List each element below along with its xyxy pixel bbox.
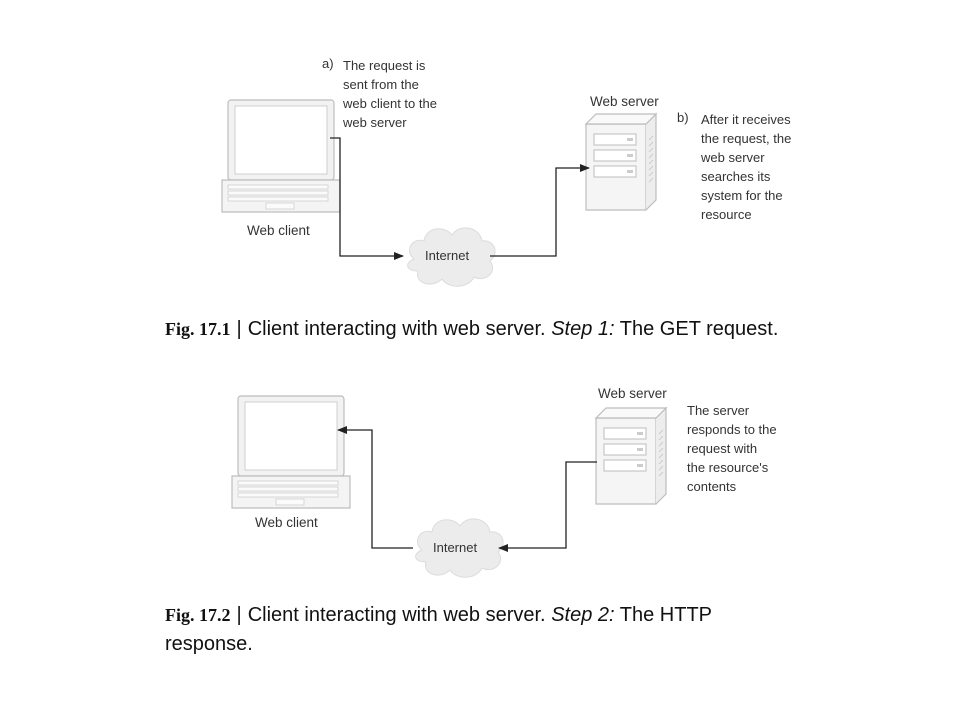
web-server-icon xyxy=(585,113,657,211)
server-response-note-line: contents xyxy=(687,479,737,494)
caption-separator-2: | xyxy=(236,604,242,626)
note-b-line: resource xyxy=(701,207,752,222)
figure-2-number: Fig. 17.2 xyxy=(165,605,231,625)
server-response-note-lines: The server responds to the request with the… xyxy=(687,401,777,496)
note-b-marker: b) xyxy=(677,110,689,125)
note-a-line: web server xyxy=(343,115,407,130)
note-a: The request is sent from the web client to… xyxy=(343,56,437,132)
figure-1-caption-text: Client interacting with web server. xyxy=(247,318,546,340)
figure-1-caption: Fig. 17.1|Client interacting with web se… xyxy=(165,315,785,344)
figure-1-number: Fig. 17.1 xyxy=(165,319,231,339)
web-server-label-2: Web server xyxy=(598,386,667,401)
figure-2-caption-rest: The HTTP response. xyxy=(165,604,712,655)
server-response-note-line: the resource's xyxy=(687,460,769,475)
figure-2-caption: Fig. 17.2|Client interacting with web se… xyxy=(165,601,785,659)
web-client-laptop-icon-2 xyxy=(231,395,351,509)
note-b-line: After it receives xyxy=(701,112,791,127)
response-arrow xyxy=(498,461,597,552)
figure-1-caption-rest: The GET request. xyxy=(619,318,779,340)
note-a-line: web client to the xyxy=(343,96,437,111)
note-b-lines: After it receives the request, the web ser… xyxy=(701,110,791,224)
internet-label: Internet xyxy=(425,248,470,263)
note-a-lines: The request is sent from the web client to… xyxy=(343,56,437,132)
note-b-line: web server xyxy=(701,150,765,165)
note-b-line: the request, the xyxy=(701,131,792,146)
note-a-marker: a) xyxy=(322,56,334,71)
note-b-line: searches its xyxy=(701,169,771,184)
web-client-label-2: Web client xyxy=(255,515,318,530)
web-server-icon-2 xyxy=(595,407,667,505)
web-client-laptop-icon xyxy=(221,99,341,213)
server-response-note-line: responds to the xyxy=(687,422,777,437)
response-to-client-arrow xyxy=(337,426,413,549)
request-arrow xyxy=(330,137,404,260)
note-b-line: system for the xyxy=(701,188,783,203)
internet-label-2: Internet xyxy=(433,540,478,555)
figure-2-step: Step 2: xyxy=(551,604,615,626)
figure-2-caption-text: Client interacting with web server. xyxy=(247,604,546,626)
note-a-line: sent from the xyxy=(343,77,419,92)
server-response-note: The server responds to the request with the… xyxy=(687,401,777,496)
caption-separator: | xyxy=(236,318,242,340)
request-to-server-arrow xyxy=(490,164,590,257)
web-client-label: Web client xyxy=(247,223,310,238)
server-response-note-line: The server xyxy=(687,403,750,418)
note-a-line: The request is xyxy=(343,58,426,73)
note-b: After it receives the request, the web ser… xyxy=(701,110,791,224)
web-server-label: Web server xyxy=(590,94,659,109)
server-response-note-line: request with xyxy=(687,441,758,456)
figure-1-step: Step 1: xyxy=(551,318,615,340)
